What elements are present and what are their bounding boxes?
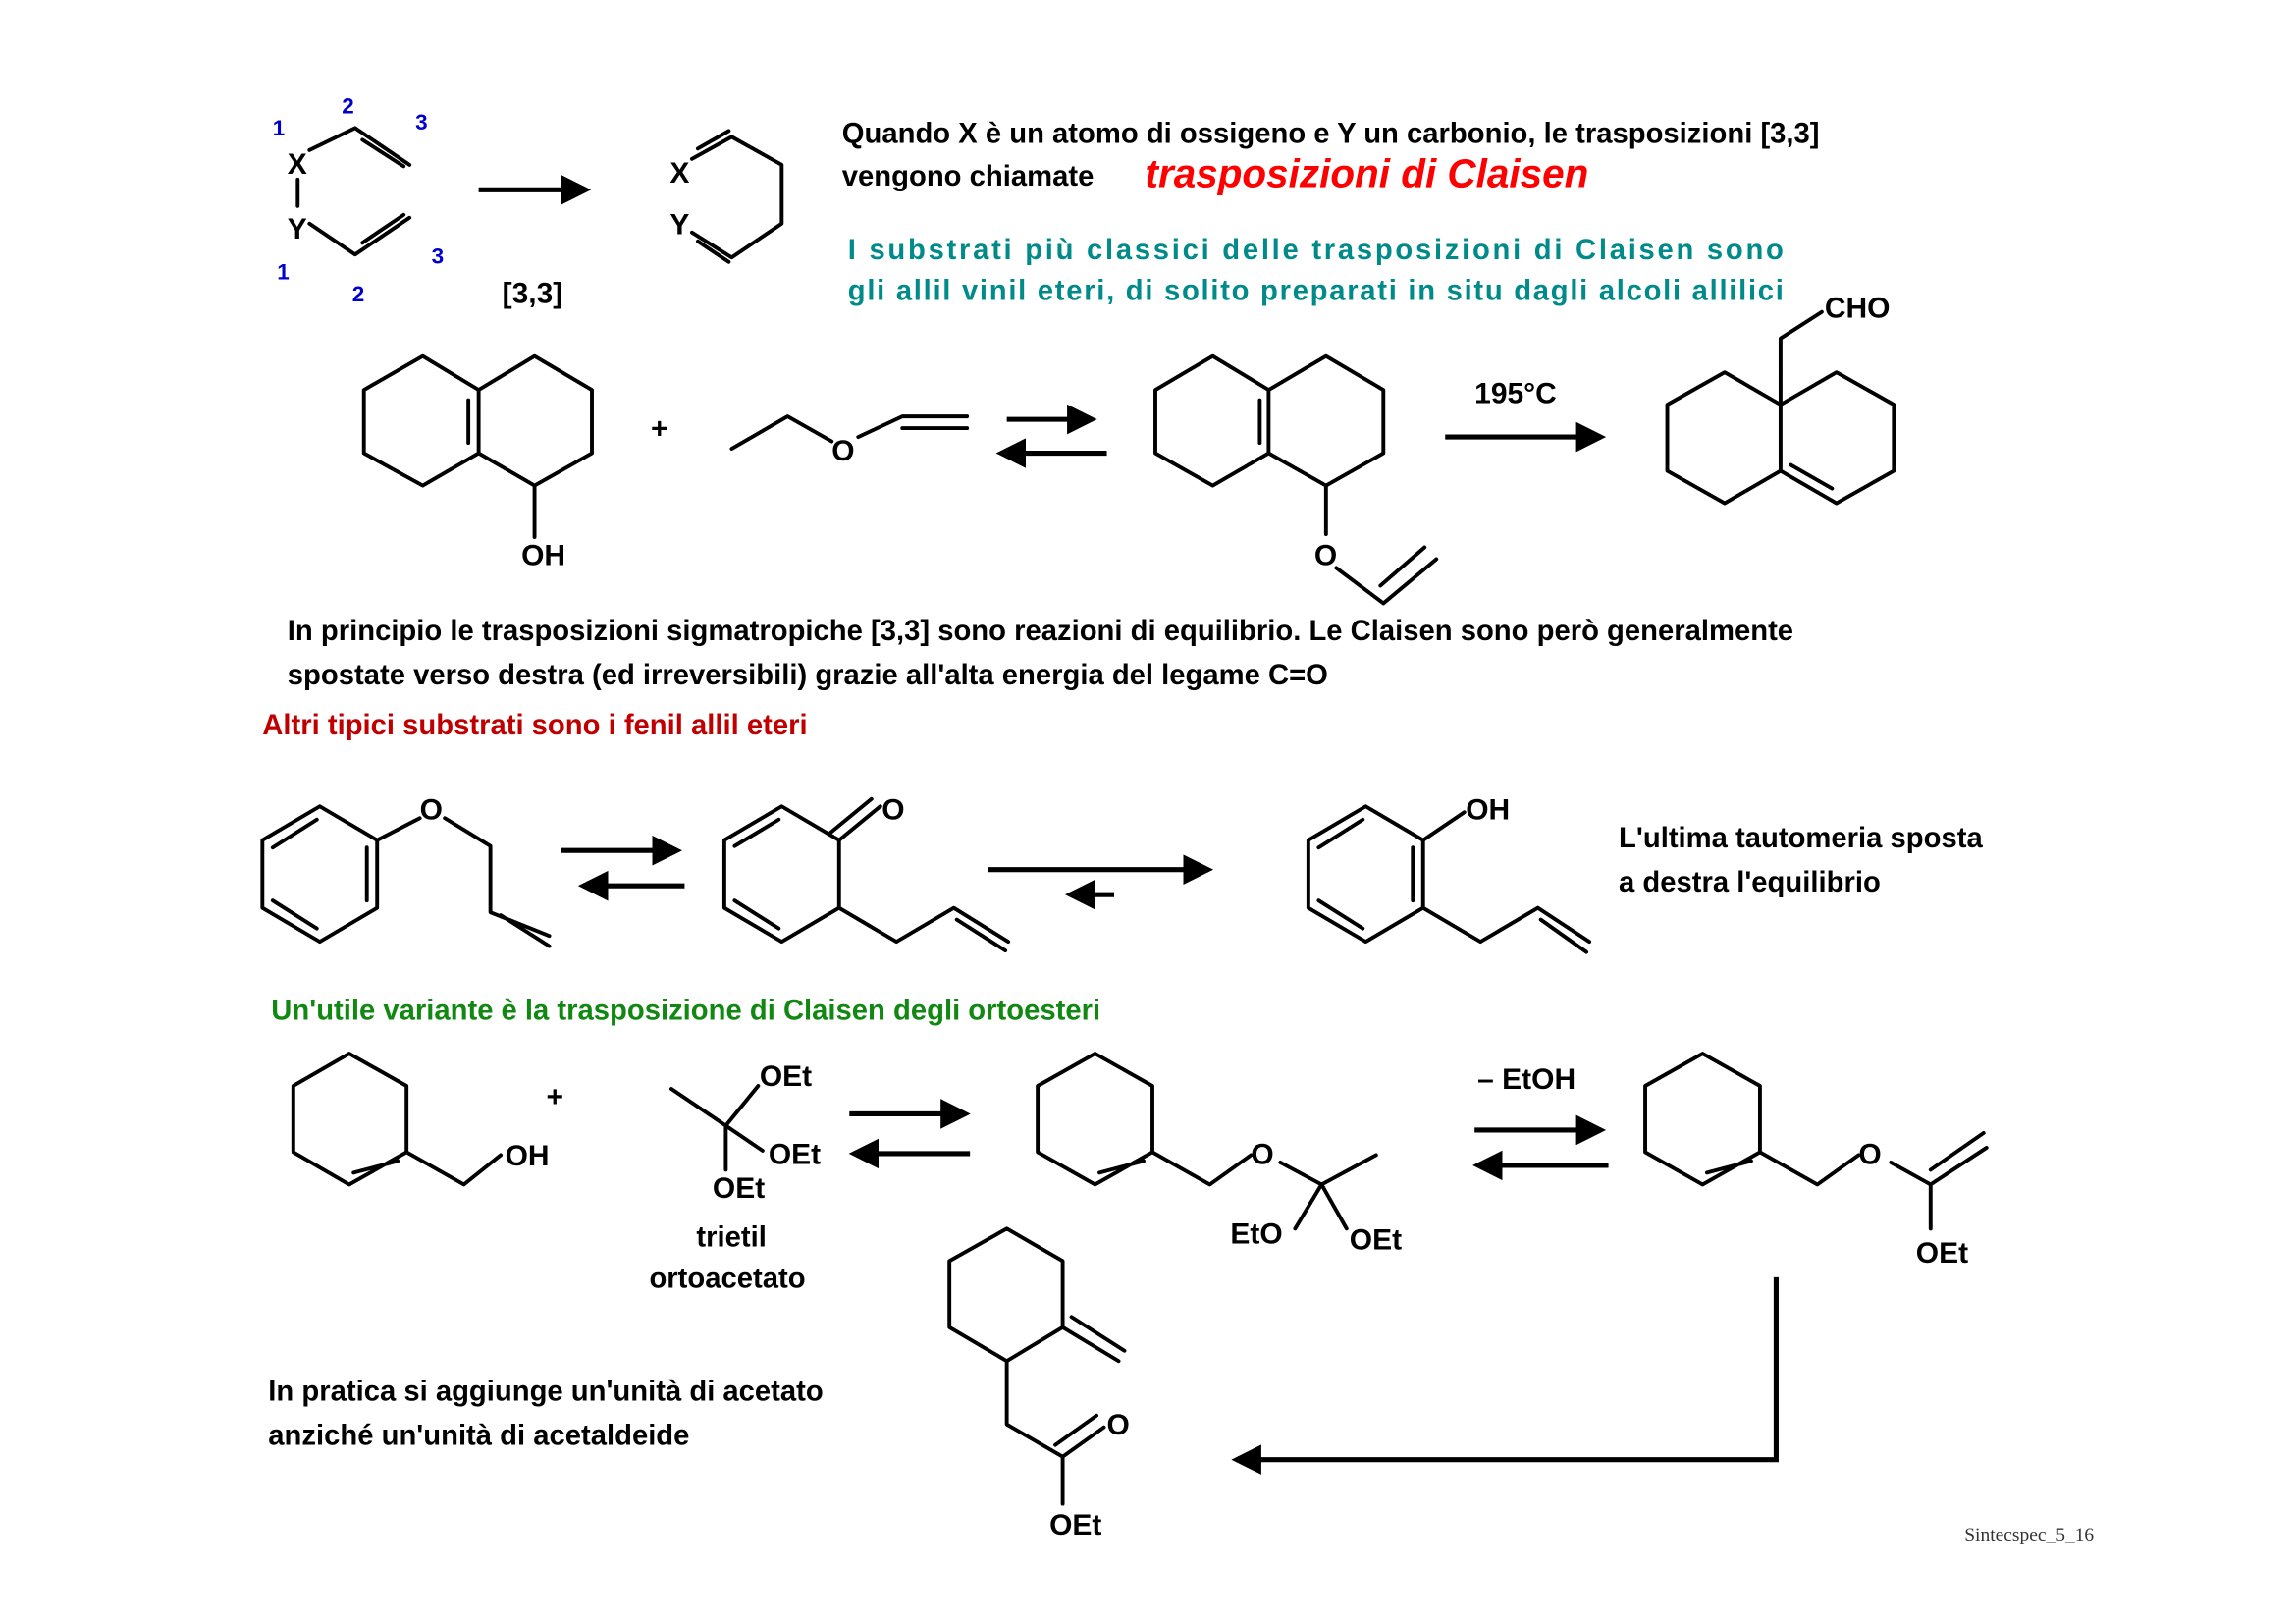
ethoxy-label: OEt [1916,1237,1968,1270]
plus-sign: + [547,1081,564,1113]
orthoacetate-bonds [668,1084,765,1172]
allylphenol-bonds [1306,804,1592,954]
phenyl-allyl-ether-bonds [260,804,552,948]
atom-x: X [669,157,689,189]
ethoxy-label: OEt [1049,1509,1101,1542]
position-label: 2 [342,93,354,118]
oxygen-label: O [831,435,854,467]
allylic-alcohol-bonds [291,1052,504,1187]
ethyl-vinyl-ether-bonds [729,414,970,452]
reagent-name-2: ortoacetato [649,1263,805,1294]
intro-line-2: vengono chiamate [842,161,1095,192]
equilibrium-text: In principio le trasposizioni sigmatropi… [288,616,1793,691]
hydroxyl-label: OH [521,539,565,571]
tetralinol-bonds [361,353,594,539]
atom-y: Y [669,208,689,241]
position-label: 2 [352,282,365,306]
temperature-label: 195°C [1474,378,1557,410]
position-label: 1 [273,116,286,140]
oxygen-label: O [420,794,443,827]
allyl-vinyl-ether-scheme: OH + O O 195°C CHO [361,293,1896,606]
claisen-highlight: trasposizioni di Claisen [1146,150,1589,195]
atom-y: Y [288,213,307,245]
aldehyde-label: CHO [1825,293,1891,325]
phenyl-heading: Altri tipici substrati sono i fenil alli… [262,710,807,741]
atom-x: X [288,148,307,181]
orthoester-heading: Un'utile variante è la trasposizione di … [271,996,1100,1027]
plus-sign: + [651,413,668,446]
ketene-acetal-bonds [1643,1052,1989,1231]
cyclic-product-bonds [689,129,784,264]
oxygen-label: O [1314,539,1337,571]
substrates-line-2: gli allil vinil eteri, di solito prepara… [848,276,1784,307]
ethoxy-label: OEt [1350,1223,1402,1256]
generic-33-scheme: 1 2 3 1 2 3 X Y X Y [3,3] [273,93,784,310]
oxygen-label: O [1107,1409,1130,1441]
shift-label: [3,3] [503,278,563,310]
position-label: 1 [277,260,290,285]
practice-note-2: anziché un'unità di acetaldeide [268,1421,689,1452]
phenyl-allyl-ether-scheme: Altri tipici substrati sono i fenil alli… [260,710,1983,954]
orthoester-claisen-scheme: Un'utile variante è la trasposizione di … [268,996,1989,1542]
ethoxy-label: OEt [760,1060,812,1093]
hydroxyl-label: OH [506,1140,550,1172]
tautomer-note-1: L'ultima tautomeria sposta [1619,823,1983,854]
slide-reference: Sintecspec_5_16 [1964,1525,2094,1545]
tautomer-note-2: a destra l'equilibrio [1619,867,1881,898]
reagent-name-1: trietil [696,1221,766,1253]
equilibrium-line-2: spostate verso destra (ed irreversibili)… [288,660,1328,691]
aldehyde-product-bonds [1665,309,1896,506]
position-label: 3 [415,110,428,135]
intro-text: Quando X è un atomo di ossigeno e Y un c… [842,118,1820,306]
oxygen-label: O [881,794,904,827]
ethoxy-label: OEt [769,1138,821,1170]
ethoxy-label: EtO [1230,1217,1282,1250]
oxygen-label: O [1858,1138,1881,1170]
equilibrium-line-1: In principio le trasposizioni sigmatropi… [288,616,1793,647]
oxygen-label: O [1251,1138,1273,1170]
substrates-line-1: I substrati più classici delle trasposiz… [848,235,1784,266]
hexadiene-bonds [295,126,412,257]
position-label: 3 [432,243,444,268]
intro-line-1: Quando X è un atomo di ossigeno e Y un c… [842,118,1820,149]
ethanol-loss-label: – EtOH [1477,1063,1575,1096]
dienone-bonds [721,796,1011,953]
ester-product-bonds [947,1226,1127,1506]
vinyl-ether-bonds [1153,353,1439,606]
rearrangement-arrow [1231,1276,1779,1475]
hydroxyl-label: OH [1466,794,1510,827]
ethoxy-label: OEt [713,1172,765,1205]
mixed-orthoester-bonds [1036,1052,1378,1231]
practice-note-1: In pratica si aggiunge un'unità di aceta… [268,1377,823,1408]
